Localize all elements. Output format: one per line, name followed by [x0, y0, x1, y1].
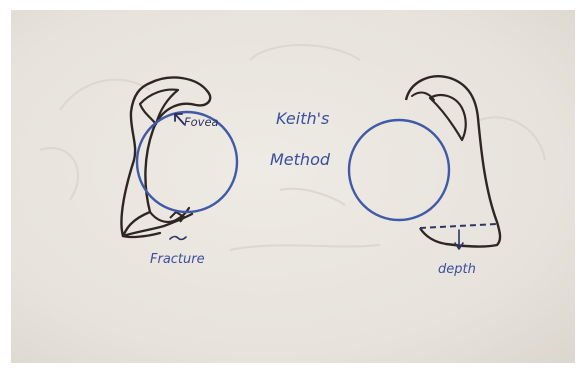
paper-sheet: [11, 10, 575, 363]
fovea-label: Fovea: [184, 115, 219, 129]
fracture-label: Fracture: [150, 252, 205, 267]
title-line-1: Keith's: [276, 109, 329, 128]
title-line-2: Method: [270, 150, 331, 169]
depth-label: depth: [438, 262, 476, 277]
